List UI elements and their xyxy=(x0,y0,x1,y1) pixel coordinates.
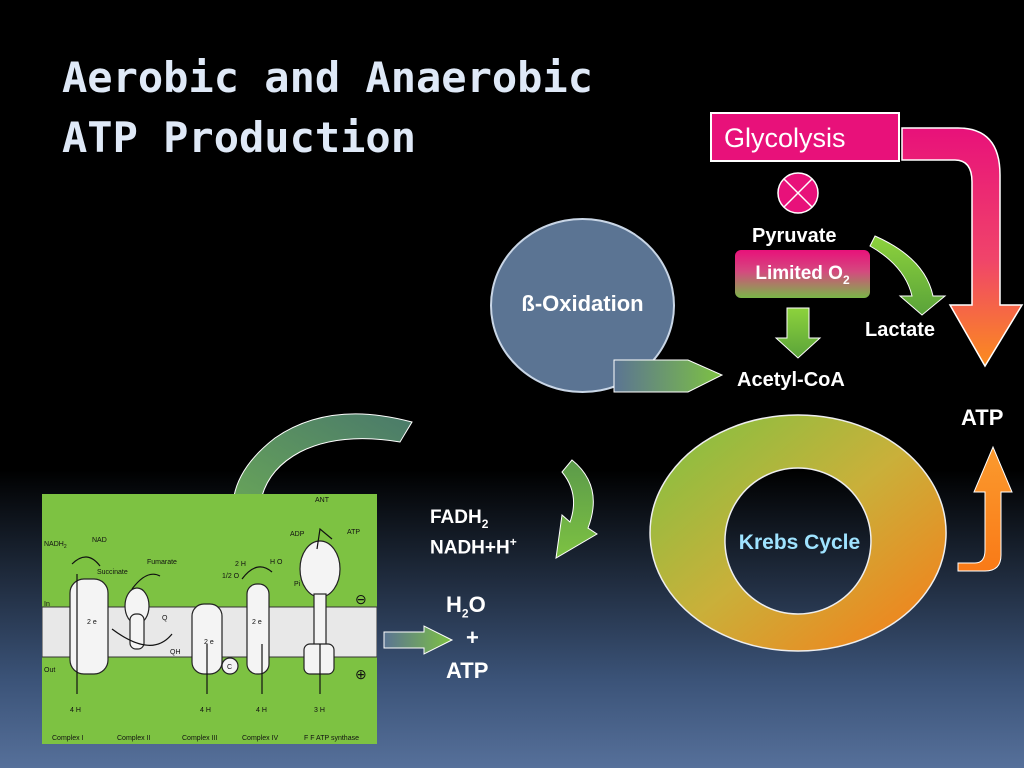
slide-title: Aerobic and Anaerobic ATP Production xyxy=(62,48,593,168)
complex-1-label: Complex I xyxy=(52,735,84,742)
pi-label: Pi xyxy=(294,581,301,588)
four-h-2-label: 4 H xyxy=(200,707,211,714)
cycle-to-nadh-arrow xyxy=(555,459,598,559)
fadh-sub: 2 xyxy=(481,516,489,531)
blocked-x-icon xyxy=(777,172,819,214)
electrons-2-label: 2 e xyxy=(204,639,214,646)
in-label: In xyxy=(44,601,50,608)
nadh2-membrane-sub: 2 xyxy=(64,544,67,550)
electron-transport-chain-image: ANT NADH2 NAD Succinate Fumarate 2 H 1/2… xyxy=(42,494,377,744)
adp-label: ADP xyxy=(290,531,305,538)
fadh2-label: FADH2 xyxy=(430,507,488,531)
nadh-sup: + xyxy=(509,535,517,549)
fadh-text: FADH xyxy=(430,507,482,528)
qh2-label: QH xyxy=(170,649,181,656)
nadh2-membrane-text: NADH xyxy=(44,541,64,548)
two-h-label: 2 H xyxy=(235,561,246,568)
four-h-3-label: 4 H xyxy=(256,707,267,714)
limited-oxygen-sub: 2 xyxy=(842,272,850,287)
lactate-label: Lactate xyxy=(865,319,936,341)
atp-bottom-label: ATP xyxy=(446,658,489,683)
complex-4-label: Complex IV xyxy=(242,735,279,742)
atp-synthase-label: F F ATP synthase xyxy=(304,735,359,742)
cytochrome-c-label: C xyxy=(227,664,232,671)
krebs-to-atp-arrow xyxy=(957,445,1013,572)
nadh-text: NADH+H xyxy=(430,537,510,559)
minus-sign: ⊖ xyxy=(355,591,367,607)
electrons-3-label: 2 e xyxy=(252,619,262,626)
out-label: Out xyxy=(44,667,55,674)
nad-membrane-label: NAD xyxy=(92,537,107,544)
fumarate-label: Fumarate xyxy=(147,559,177,566)
complex-2-label: Complex II xyxy=(117,735,151,742)
succinate-label: Succinate xyxy=(97,569,128,576)
krebs-cycle-label: Krebs Cycle xyxy=(738,531,861,554)
pyruvate-label: Pyruvate xyxy=(752,225,837,247)
acetyl-coa-label: Acetyl-CoA xyxy=(737,369,845,391)
limited-oxygen-box: Limited O2 xyxy=(735,250,870,298)
complex-3-label: Complex III xyxy=(182,735,217,742)
plus-label: + xyxy=(466,625,479,650)
nadh-label: NADH+H+ xyxy=(430,535,517,559)
glycolysis-to-atp-arrow xyxy=(901,127,1024,368)
membrane-drawing: ANT NADH2 NAD Succinate Fumarate 2 H 1/2… xyxy=(42,497,377,742)
glycolysis-box: Glycolysis xyxy=(710,112,900,162)
plus-sign: ⊕ xyxy=(355,666,367,682)
title-line-2: ATP Production xyxy=(62,113,417,162)
beta-to-acetylcoa-arrow xyxy=(613,359,724,393)
electrons-1-label: 2 e xyxy=(87,619,97,626)
beta-oxidation-label: ß-Oxidation xyxy=(521,291,644,316)
atp-membrane-label: ATP xyxy=(347,529,360,536)
nadh2-membrane-label: NADH2 xyxy=(44,541,67,550)
h2o-o: O xyxy=(468,592,486,617)
krebs-cycle-ring xyxy=(649,414,947,652)
atp-top-label: ATP xyxy=(961,405,1004,430)
h2o-membrane-label: H O xyxy=(270,559,283,566)
pyruvate-to-lactate-arrow xyxy=(869,235,947,316)
h2o-label: H2O xyxy=(446,592,486,620)
etc-to-atp-arrow xyxy=(383,625,454,655)
limited-oxygen-text: Limited O xyxy=(755,263,843,284)
title-line-1: Aerobic and Anaerobic xyxy=(62,53,594,102)
pyruvate-to-acetylcoa-arrow xyxy=(774,307,822,359)
four-h-1-label: 4 H xyxy=(70,707,81,714)
q-label: Q xyxy=(162,615,168,622)
ant-label: ANT xyxy=(315,497,330,504)
h2o-h: H xyxy=(446,592,462,617)
half-o2-label: 1/2 O xyxy=(222,573,240,580)
three-h-label: 3 H xyxy=(314,707,325,714)
h2o-sub: 2 xyxy=(461,606,469,621)
